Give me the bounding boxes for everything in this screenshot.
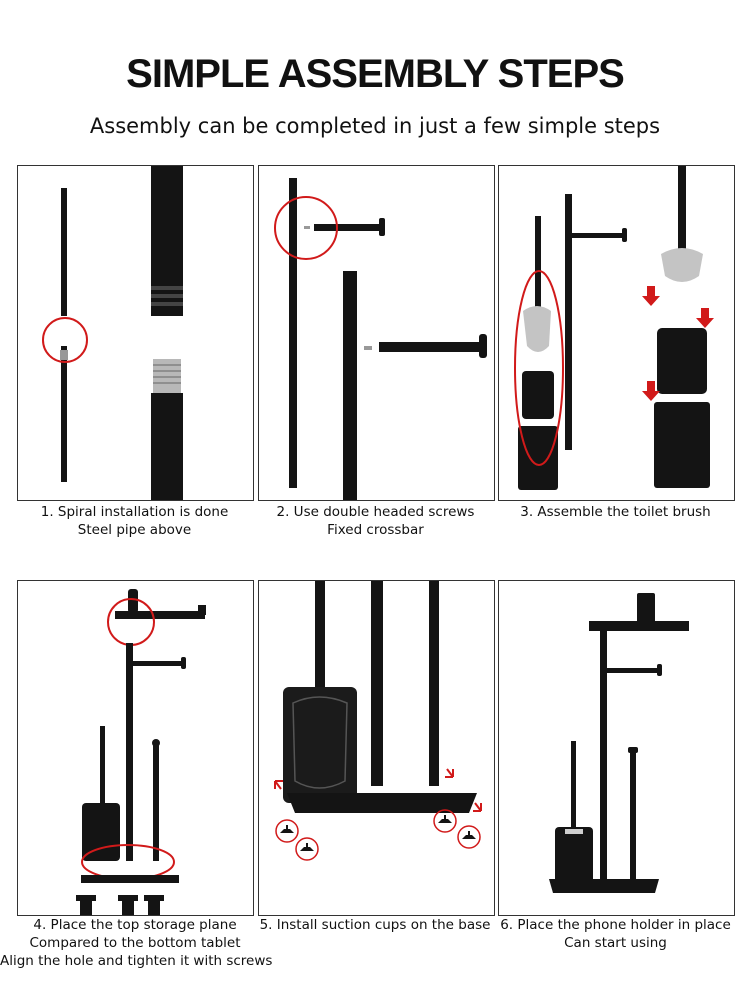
step-6-illustration — [549, 593, 689, 893]
step-2-caption: 2. Use double headed screws Fixed crossb… — [276, 504, 475, 538]
step-1-panel — [17, 165, 254, 501]
step-4-panel — [17, 580, 254, 916]
step-5-illustration — [274, 581, 482, 861]
step-3-illustration — [514, 166, 714, 490]
step-2-illustration — [274, 178, 487, 500]
step-2-panel — [258, 165, 495, 501]
step-6-caption: 6. Place the phone holder in place Can s… — [500, 917, 731, 951]
step-4-illustration — [76, 589, 206, 915]
step-3-panel — [498, 165, 735, 501]
step-1-illustration — [42, 166, 183, 500]
step-6-panel — [498, 580, 735, 916]
step-5-caption: 5. Install suction cups on the base — [259, 917, 491, 933]
step-3-caption: 3. Assemble the toilet brush — [520, 504, 711, 520]
page-subtitle: Assembly can be completed in just a few … — [89, 114, 661, 138]
page-title: SIMPLE ASSEMBLY STEPS — [126, 52, 625, 96]
step-4-caption: 4. Place the top storage plane Compared … — [0, 917, 273, 969]
step-5-panel — [258, 580, 495, 916]
step-1-caption: 1. Spiral installation is done Steel pip… — [40, 504, 229, 538]
